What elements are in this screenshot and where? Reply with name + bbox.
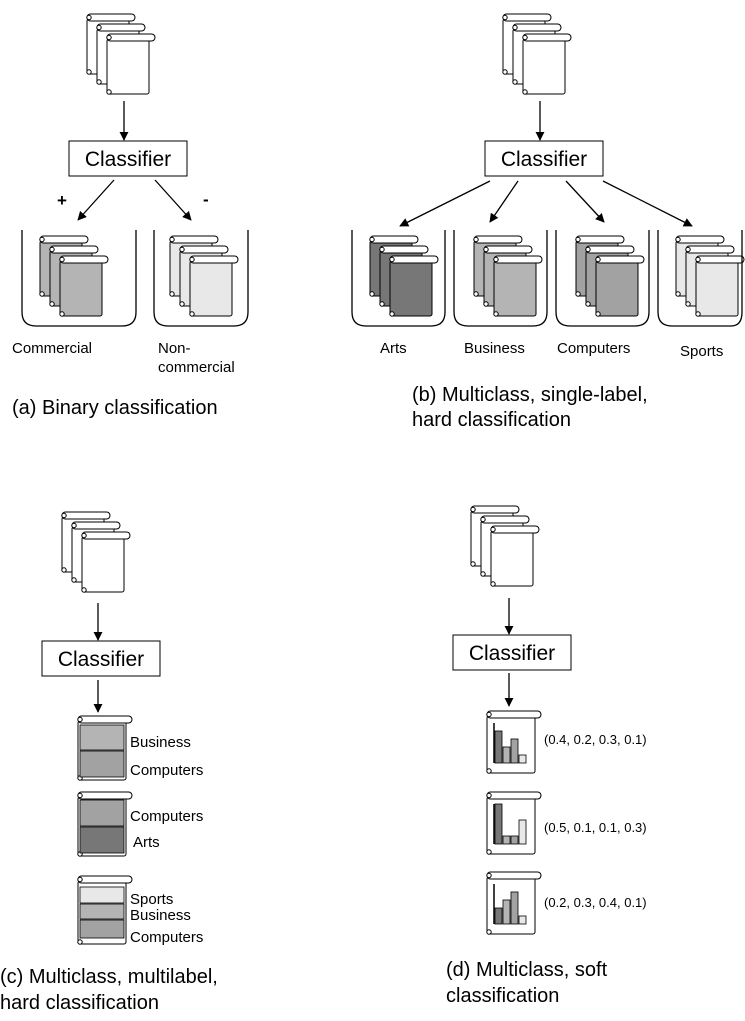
doc-d3-bar-0 xyxy=(494,907,503,925)
caption-d-line-1: (d) Multiclass, soft xyxy=(446,959,608,981)
doc-d1-bar-2 xyxy=(510,738,519,764)
document-layer xyxy=(39,13,745,945)
classifier-label-d: Classifier xyxy=(469,642,555,665)
caption-b: (b) Multiclass, single-label, hard class… xyxy=(412,384,653,431)
bin-arts xyxy=(351,230,446,327)
caption-b-line-2: hard classification xyxy=(412,409,571,431)
caption-c-line-2: hard classification xyxy=(0,992,159,1014)
input-docs-a-front xyxy=(106,33,156,95)
bin-computers xyxy=(555,230,650,327)
bin-sports xyxy=(657,230,743,327)
arrow-b-business xyxy=(489,180,519,223)
doc-c2-band-0 xyxy=(79,799,125,827)
bin-noncommercial xyxy=(153,230,249,327)
probs-d3: (0.2, 0.3, 0.4, 0.1) xyxy=(544,895,647,910)
minus-sign: - xyxy=(203,190,209,209)
noncommercial-line-2: commercial xyxy=(158,359,235,376)
classifier-box-b xyxy=(484,140,604,177)
panel-b: Classifier Arts Business Computers Sport… xyxy=(351,101,743,431)
bin-label-commercial: Commercial xyxy=(12,340,92,357)
doc-c2 xyxy=(77,791,133,857)
classifier-box-a xyxy=(68,140,188,177)
doc-d2-bar-1 xyxy=(502,835,511,845)
docs-sports-front xyxy=(695,255,745,317)
doc-c2-label-computers: Computers xyxy=(130,808,203,825)
plus-sign: + xyxy=(57,191,67,210)
doc-c1 xyxy=(77,715,133,781)
doc-d1 xyxy=(486,710,542,774)
doc-c2-label-arts: Arts xyxy=(133,834,160,851)
doc-c3-label-business: Business xyxy=(130,907,191,924)
doc-c3-label-computers: Computers xyxy=(130,929,203,946)
doc-c1-label-computers: Computers xyxy=(130,762,203,779)
arrow-a-minus xyxy=(154,179,192,221)
doc-d1-bar-1 xyxy=(502,746,511,764)
panel-c: Classifier Business Computers Computers … xyxy=(0,603,223,1014)
doc-d3-bar-3 xyxy=(518,915,527,925)
docs-commercial-front xyxy=(59,255,109,317)
panel-a: Classifier + - Commercial Non- commercia… xyxy=(12,101,249,419)
panel-d: Classifier (0.4, 0.2, 0.3, 0.1) (0.5, 0.… xyxy=(446,598,647,1007)
doc-d3-bar-1 xyxy=(502,899,511,925)
doc-d2-bar-2 xyxy=(510,835,519,845)
arrow-b-arts xyxy=(399,180,491,227)
caption-b-line-1: (b) Multiclass, single-label, xyxy=(412,384,648,406)
bin-label-business: Business xyxy=(464,340,525,357)
doc-c3-band-0 xyxy=(79,886,125,904)
probs-d1: (0.4, 0.2, 0.3, 0.1) xyxy=(544,732,647,747)
classifier-box-c xyxy=(41,640,161,677)
input-docs-b-front xyxy=(522,33,572,95)
bin-label-sports: Sports xyxy=(680,343,723,360)
bin-label-arts: Arts xyxy=(380,340,407,357)
caption-c: (c) Multiclass, multilabel, hard classif… xyxy=(0,966,223,1014)
arrow-b-sports xyxy=(602,180,693,227)
doc-c3-band-1 xyxy=(79,903,125,920)
bin-label-computers: Computers xyxy=(557,340,630,357)
doc-d2 xyxy=(486,791,542,855)
noncommercial-line-1: Non- xyxy=(158,340,191,357)
input-docs-c-front xyxy=(81,531,131,593)
caption-a: (a) Binary classification xyxy=(12,397,218,419)
doc-d3 xyxy=(486,871,542,935)
doc-d3-bar-2 xyxy=(510,891,519,925)
classifier-label-c: Classifier xyxy=(58,648,144,671)
probs-d2: (0.5, 0.1, 0.1, 0.3) xyxy=(544,820,647,835)
doc-d1-bar-0 xyxy=(494,730,503,764)
bin-business xyxy=(453,230,548,327)
docs-business-front xyxy=(493,255,543,317)
doc-c1-label-business: Business xyxy=(130,734,191,751)
bin-label-noncommercial: Non- commercial xyxy=(158,340,235,376)
doc-d2-bar-3 xyxy=(518,819,527,845)
doc-d2-bar-0 xyxy=(494,803,503,845)
docs-noncommercial-front xyxy=(189,255,239,317)
caption-c-line-1: (c) Multiclass, multilabel, xyxy=(0,966,218,988)
doc-c1-band-1 xyxy=(79,750,125,778)
arrow-a-plus xyxy=(77,179,115,221)
classifier-label-b: Classifier xyxy=(501,148,587,171)
doc-c1-band-0 xyxy=(79,724,125,751)
classifier-label-a: Classifier xyxy=(85,148,171,171)
doc-c3-label-sports: Sports xyxy=(130,891,173,908)
caption-d: (d) Multiclass, soft classification xyxy=(446,959,613,1007)
classifier-box-d xyxy=(452,634,572,671)
doc-c2-band-1 xyxy=(79,826,125,854)
doc-d1-bar-3 xyxy=(518,754,527,764)
docs-arts-front xyxy=(389,255,439,317)
caption-d-line-2: classification xyxy=(446,985,559,1007)
input-docs-d-front xyxy=(490,525,540,587)
bin-commercial xyxy=(21,230,137,327)
docs-computers-front xyxy=(595,255,645,317)
doc-c3-band-2 xyxy=(79,919,125,939)
doc-c3 xyxy=(77,875,133,945)
arrow-b-computers xyxy=(565,180,605,223)
